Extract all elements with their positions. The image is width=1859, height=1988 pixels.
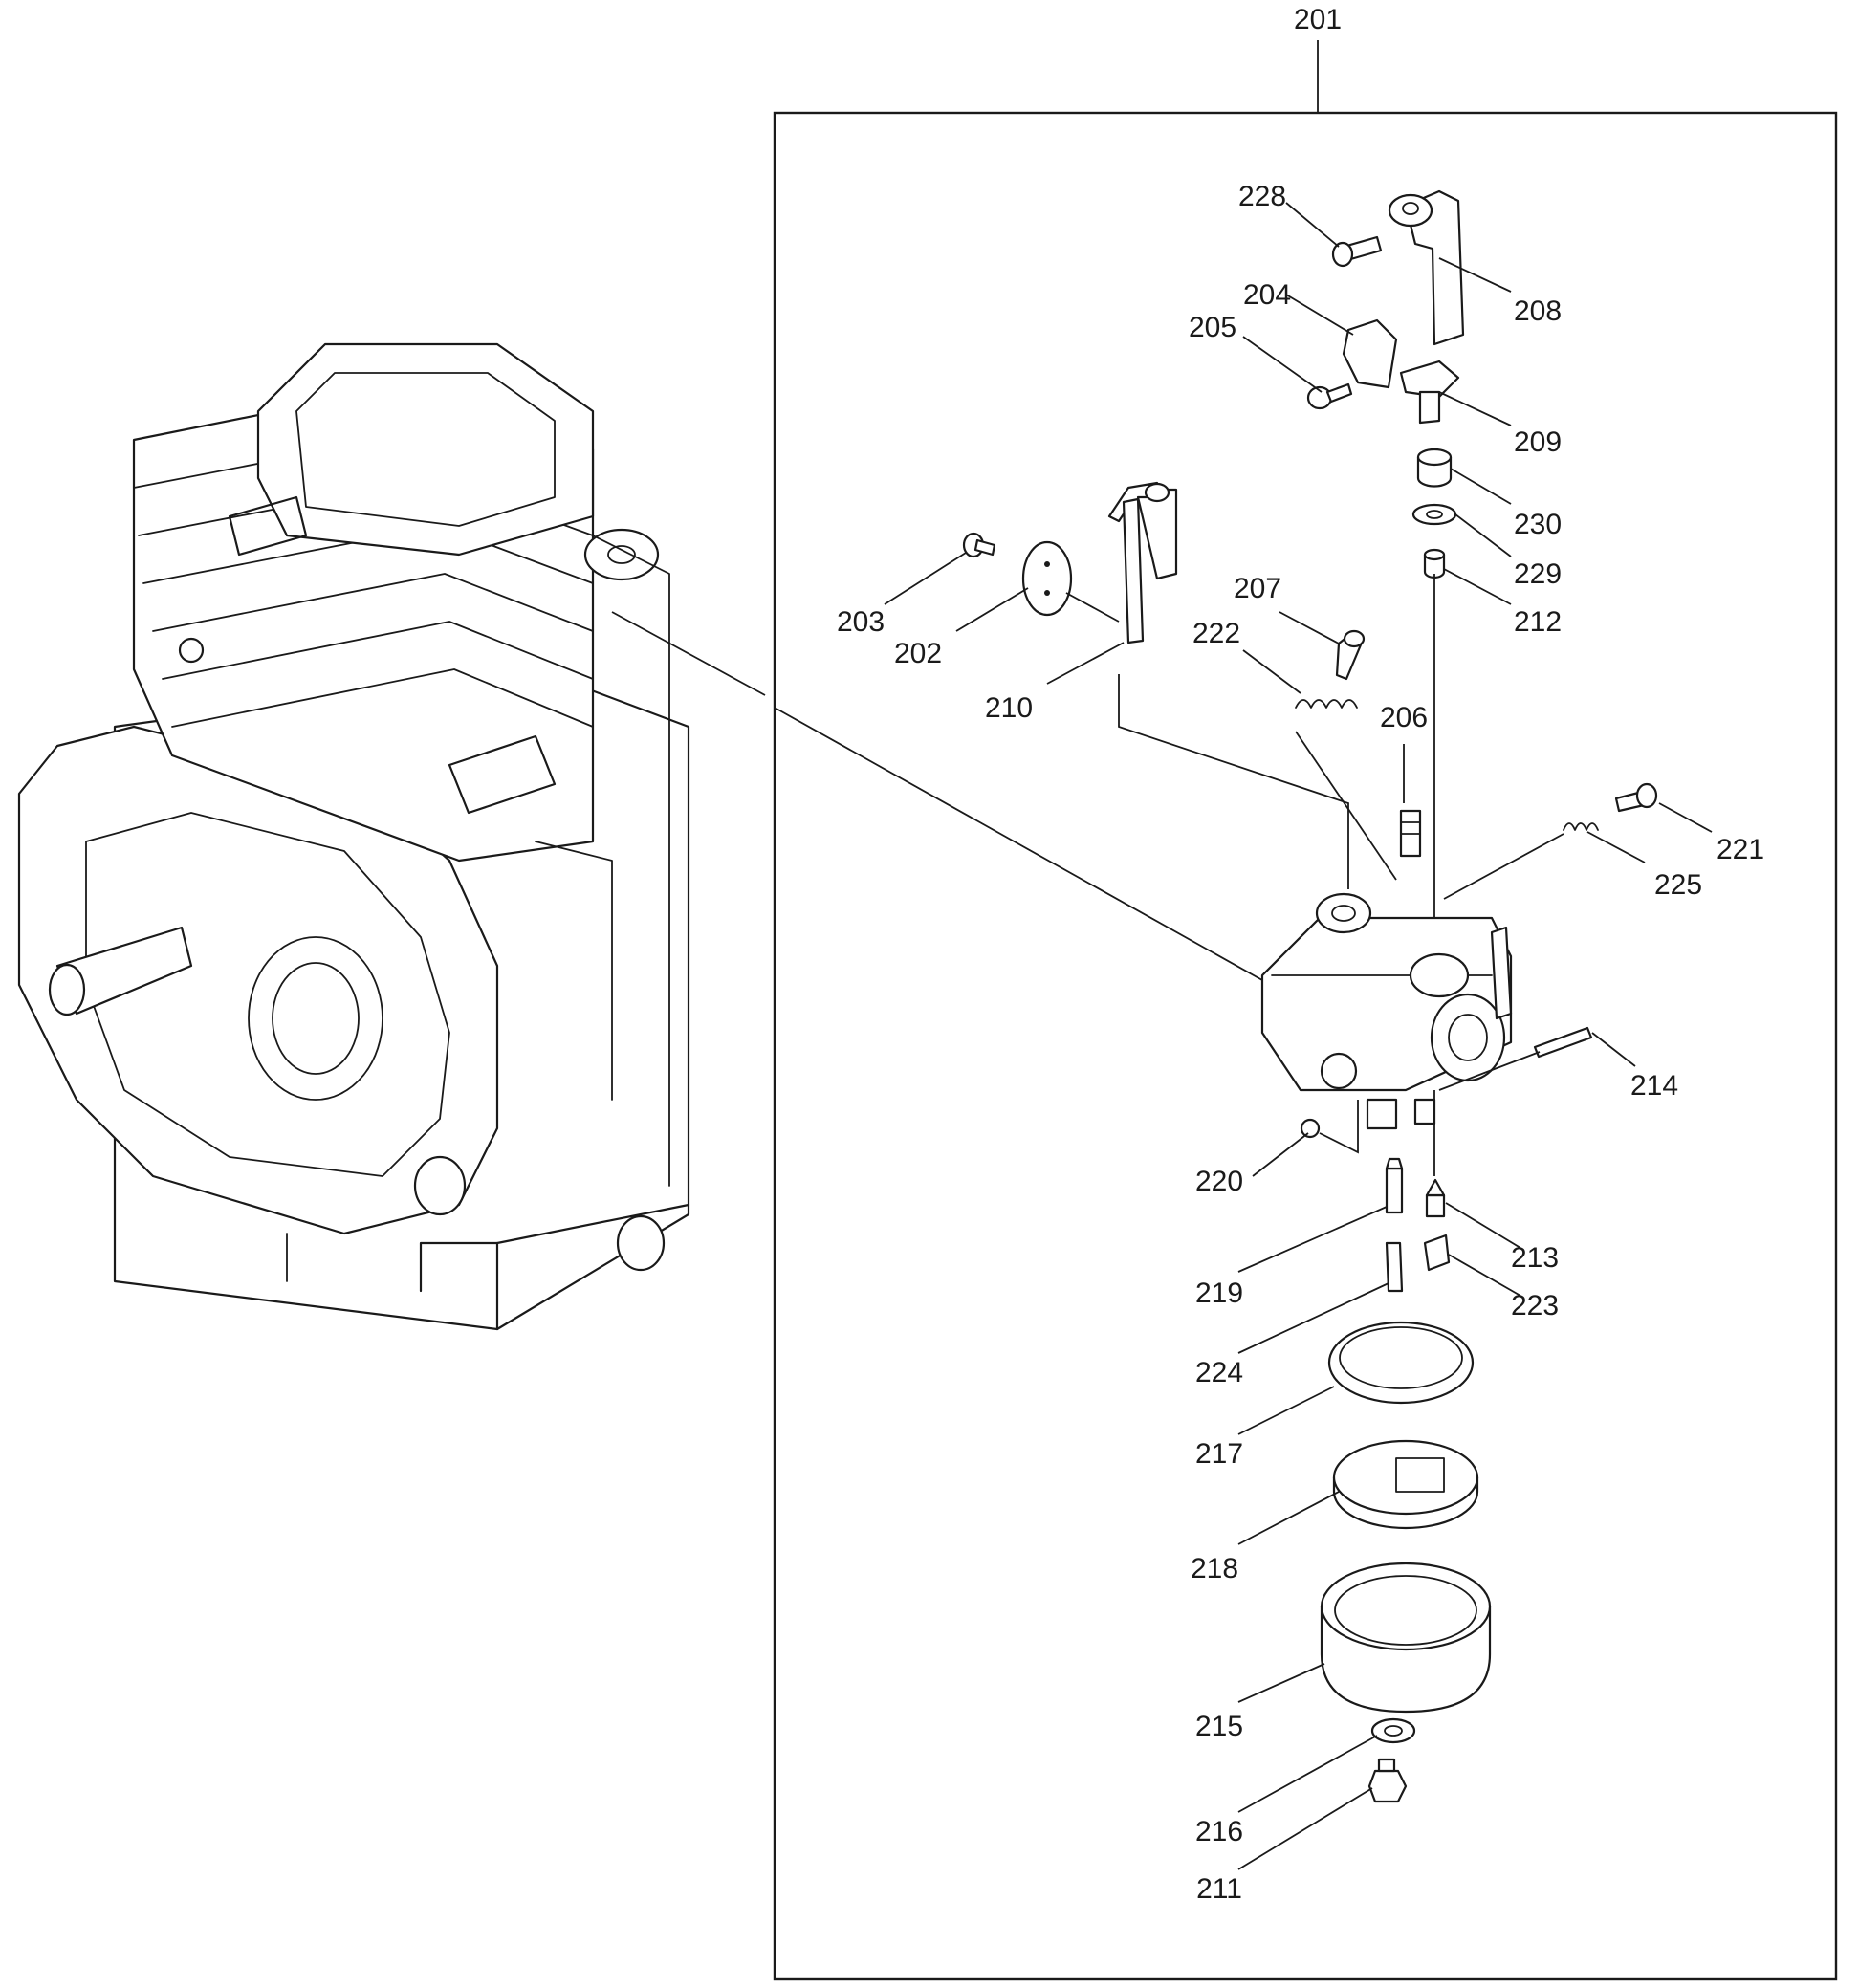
part-217-gasket	[1327, 1321, 1475, 1405]
engine-to-assembly-leader	[611, 611, 766, 696]
callout-202: 202	[894, 638, 942, 669]
callout-219: 219	[1195, 1278, 1243, 1309]
part-203-screw	[962, 532, 996, 558]
callout-220: 220	[1195, 1166, 1243, 1197]
callout-225: 225	[1654, 869, 1702, 901]
carburetor-body	[1260, 892, 1513, 1130]
part-212-seal	[1423, 548, 1446, 579]
callout-213: 213	[1511, 1242, 1559, 1274]
callout-214: 214	[1630, 1070, 1678, 1102]
part-220-screw	[1300, 1118, 1321, 1139]
part-207-pilot-screw	[1335, 629, 1366, 681]
leader-lines	[774, 202, 1713, 1870]
part-222-spring	[1295, 699, 1358, 709]
part-230-bushing	[1416, 448, 1453, 488]
callout-228: 228	[1238, 181, 1286, 212]
part-204-plate	[1342, 318, 1398, 389]
callout-208: 208	[1514, 295, 1562, 327]
part-206-jet	[1399, 809, 1422, 858]
callout-212: 212	[1514, 606, 1562, 638]
callout-218: 218	[1191, 1553, 1238, 1584]
part-215-float-bowl	[1320, 1562, 1492, 1714]
callout-206: 206	[1380, 702, 1428, 733]
callout-201: 201	[1294, 4, 1342, 35]
part-213-float-needle	[1425, 1178, 1446, 1218]
part-218-float	[1332, 1439, 1479, 1530]
callout-210: 210	[985, 692, 1033, 724]
callout-217: 217	[1195, 1438, 1243, 1470]
part-208-choke-lever	[1388, 189, 1465, 346]
callout-215: 215	[1195, 1711, 1243, 1742]
part-214-pin	[1533, 1026, 1593, 1059]
part-209-cam	[1399, 360, 1460, 425]
callout-222: 222	[1192, 618, 1240, 649]
callout-207: 207	[1234, 573, 1281, 604]
callout-209: 209	[1514, 426, 1562, 458]
part-223-clip	[1423, 1234, 1451, 1272]
callout-229: 229	[1514, 558, 1562, 590]
carburetor-assembly-frame	[773, 111, 1838, 1981]
callout-224: 224	[1195, 1357, 1243, 1388]
callout-230: 230	[1514, 509, 1562, 540]
part-221-screw	[1614, 782, 1658, 813]
part-211-drain-bolt	[1367, 1758, 1408, 1803]
carburetor-parts	[962, 189, 1658, 1803]
callout-221: 221	[1717, 834, 1764, 865]
callout-203: 203	[837, 606, 885, 638]
callout-205: 205	[1189, 312, 1236, 343]
part-229-washer	[1411, 503, 1457, 526]
part-219-main-jet	[1385, 1157, 1404, 1214]
part-210-throttle-shaft	[1107, 481, 1178, 644]
callout-204: 204	[1243, 279, 1291, 311]
callout-labels: 202 203 204 205 206 207 208 209 210 211 …	[837, 181, 1764, 1905]
part-224-emulsion-tube	[1385, 1241, 1404, 1293]
part-225-spring	[1563, 822, 1599, 831]
callout-223: 223	[1511, 1290, 1559, 1322]
engine-illustration	[17, 342, 690, 1331]
callout-216: 216	[1195, 1816, 1243, 1847]
part-205-screw	[1306, 382, 1353, 410]
callout-211: 211	[1196, 1873, 1242, 1905]
part-216-washer	[1370, 1717, 1416, 1744]
part-202-throttle-plate	[1021, 540, 1073, 617]
part-228-bolt	[1331, 235, 1383, 268]
